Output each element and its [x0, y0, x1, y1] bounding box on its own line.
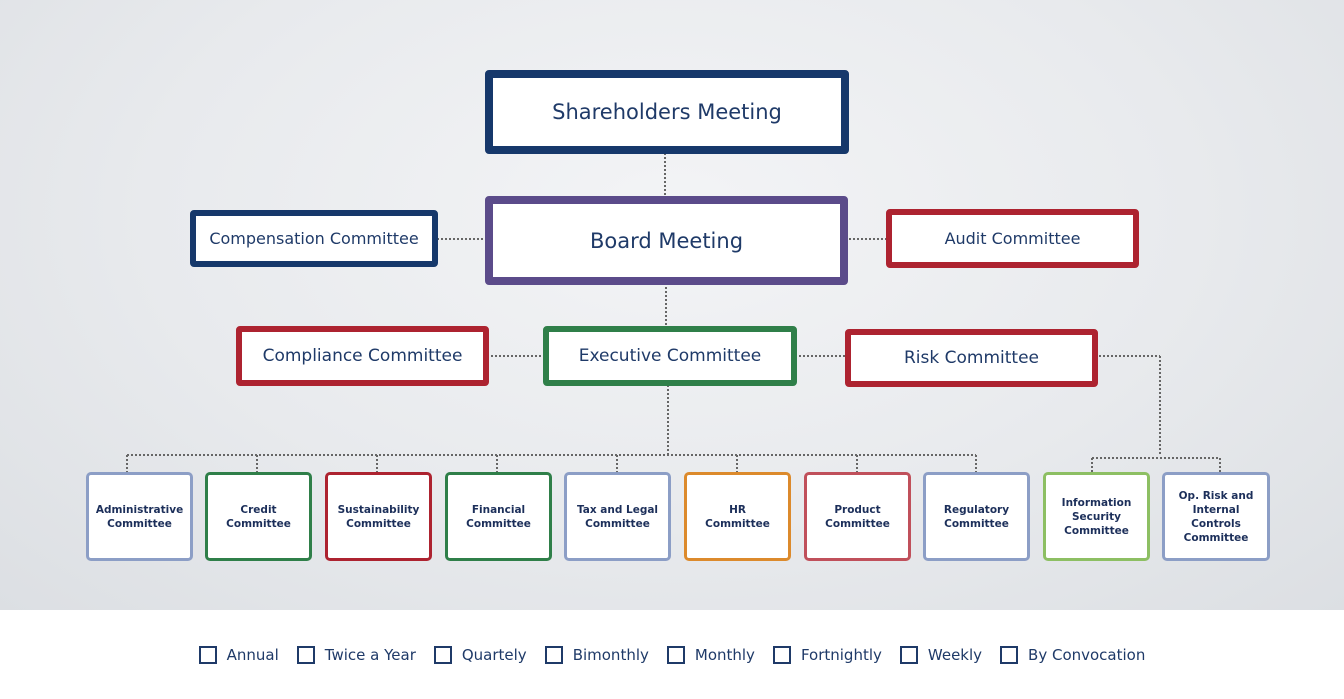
legend-item-twice-a-year: Twice a Year [296, 645, 416, 664]
org-chart: Shareholders Meeting Board Meeting Compe… [0, 0, 1344, 610]
legend-swatch-bimonthly [544, 645, 563, 664]
legend-label-fortnightly: Fortnightly [800, 645, 882, 664]
legend-label-quarterly: Quartely [461, 645, 527, 664]
executive-committee-label: Executive Committee [578, 346, 762, 366]
legend-label-bimonthly: Bimonthly [572, 645, 649, 664]
sustainability-committee-label: Sustainability Committee [337, 503, 420, 530]
shareholders-meeting-label: Shareholders Meeting [552, 100, 782, 124]
product-committee-label: Product Committee [825, 503, 890, 530]
legend: Annual Twice a Year Quartely Bimonthly M… [0, 610, 1344, 699]
financial-committee-label: Financial Committee [466, 503, 531, 530]
legend-label-by-convocation: By Convocation [1028, 645, 1146, 664]
legend-item-annual: Annual [198, 645, 279, 664]
legend-label-monthly: Monthly [694, 645, 755, 664]
legend-label-weekly: Weekly [927, 645, 983, 664]
op-risk-committee-box: Op. Risk and Internal Controls Committee [1162, 472, 1270, 561]
op-risk-committee-label: Op. Risk and Internal Controls Committee [1178, 489, 1254, 544]
legend-item-bimonthly: Bimonthly [544, 645, 649, 664]
legend-item-fortnightly: Fortnightly [772, 645, 882, 664]
sustainability-committee-box: Sustainability Committee [325, 472, 432, 561]
legend-item-weekly: Weekly [899, 645, 983, 664]
legend-swatch-weekly [899, 645, 918, 664]
regulatory-committee-box: Regulatory Committee [923, 472, 1030, 561]
legend-label-annual: Annual [226, 645, 279, 664]
board-meeting-box: Board Meeting [485, 196, 848, 285]
legend-swatch-monthly [666, 645, 685, 664]
executive-committee-box: Executive Committee [543, 326, 797, 386]
risk-committee-label: Risk Committee [903, 348, 1039, 368]
legend-swatch-twice-a-year [296, 645, 315, 664]
legend-item-quarterly: Quartely [433, 645, 527, 664]
legend-swatch-fortnightly [772, 645, 791, 664]
administrative-committee-box: Administrative Committee [86, 472, 193, 561]
board-meeting-label: Board Meeting [589, 228, 744, 253]
legend-swatch-by-convocation [1000, 645, 1019, 664]
compliance-committee-box: Compliance Committee [236, 326, 489, 386]
compliance-committee-label: Compliance Committee [262, 346, 463, 366]
hr-committee-label: HR Committee [705, 503, 770, 530]
compensation-committee-box: Compensation Committee [190, 210, 438, 267]
credit-committee-box: Credit Committee [205, 472, 312, 561]
legend-swatch-quarterly [433, 645, 452, 664]
information-security-committee-label: Information Security Committee [1061, 496, 1132, 537]
hr-committee-box: HR Committee [684, 472, 791, 561]
compensation-committee-label: Compensation Committee [209, 229, 419, 248]
administrative-committee-label: Administrative Committee [95, 503, 184, 530]
audit-committee-box: Audit Committee [886, 209, 1139, 268]
legend-item-monthly: Monthly [666, 645, 755, 664]
tax-legal-committee-label: Tax and Legal Committee [576, 503, 659, 530]
tax-legal-committee-box: Tax and Legal Committee [564, 472, 671, 561]
legend-item-by-convocation: By Convocation [1000, 645, 1146, 664]
regulatory-committee-label: Regulatory Committee [943, 503, 1010, 530]
product-committee-box: Product Committee [804, 472, 911, 561]
credit-committee-label: Credit Committee [226, 503, 291, 530]
information-security-committee-box: Information Security Committee [1043, 472, 1150, 561]
legend-swatch-annual [198, 645, 217, 664]
shareholders-meeting-box: Shareholders Meeting [485, 70, 849, 154]
legend-label-twice-a-year: Twice a Year [324, 645, 416, 664]
connector-lines [126, 153, 1221, 473]
audit-committee-label: Audit Committee [944, 229, 1081, 248]
financial-committee-box: Financial Committee [445, 472, 552, 561]
risk-committee-box: Risk Committee [845, 329, 1098, 387]
